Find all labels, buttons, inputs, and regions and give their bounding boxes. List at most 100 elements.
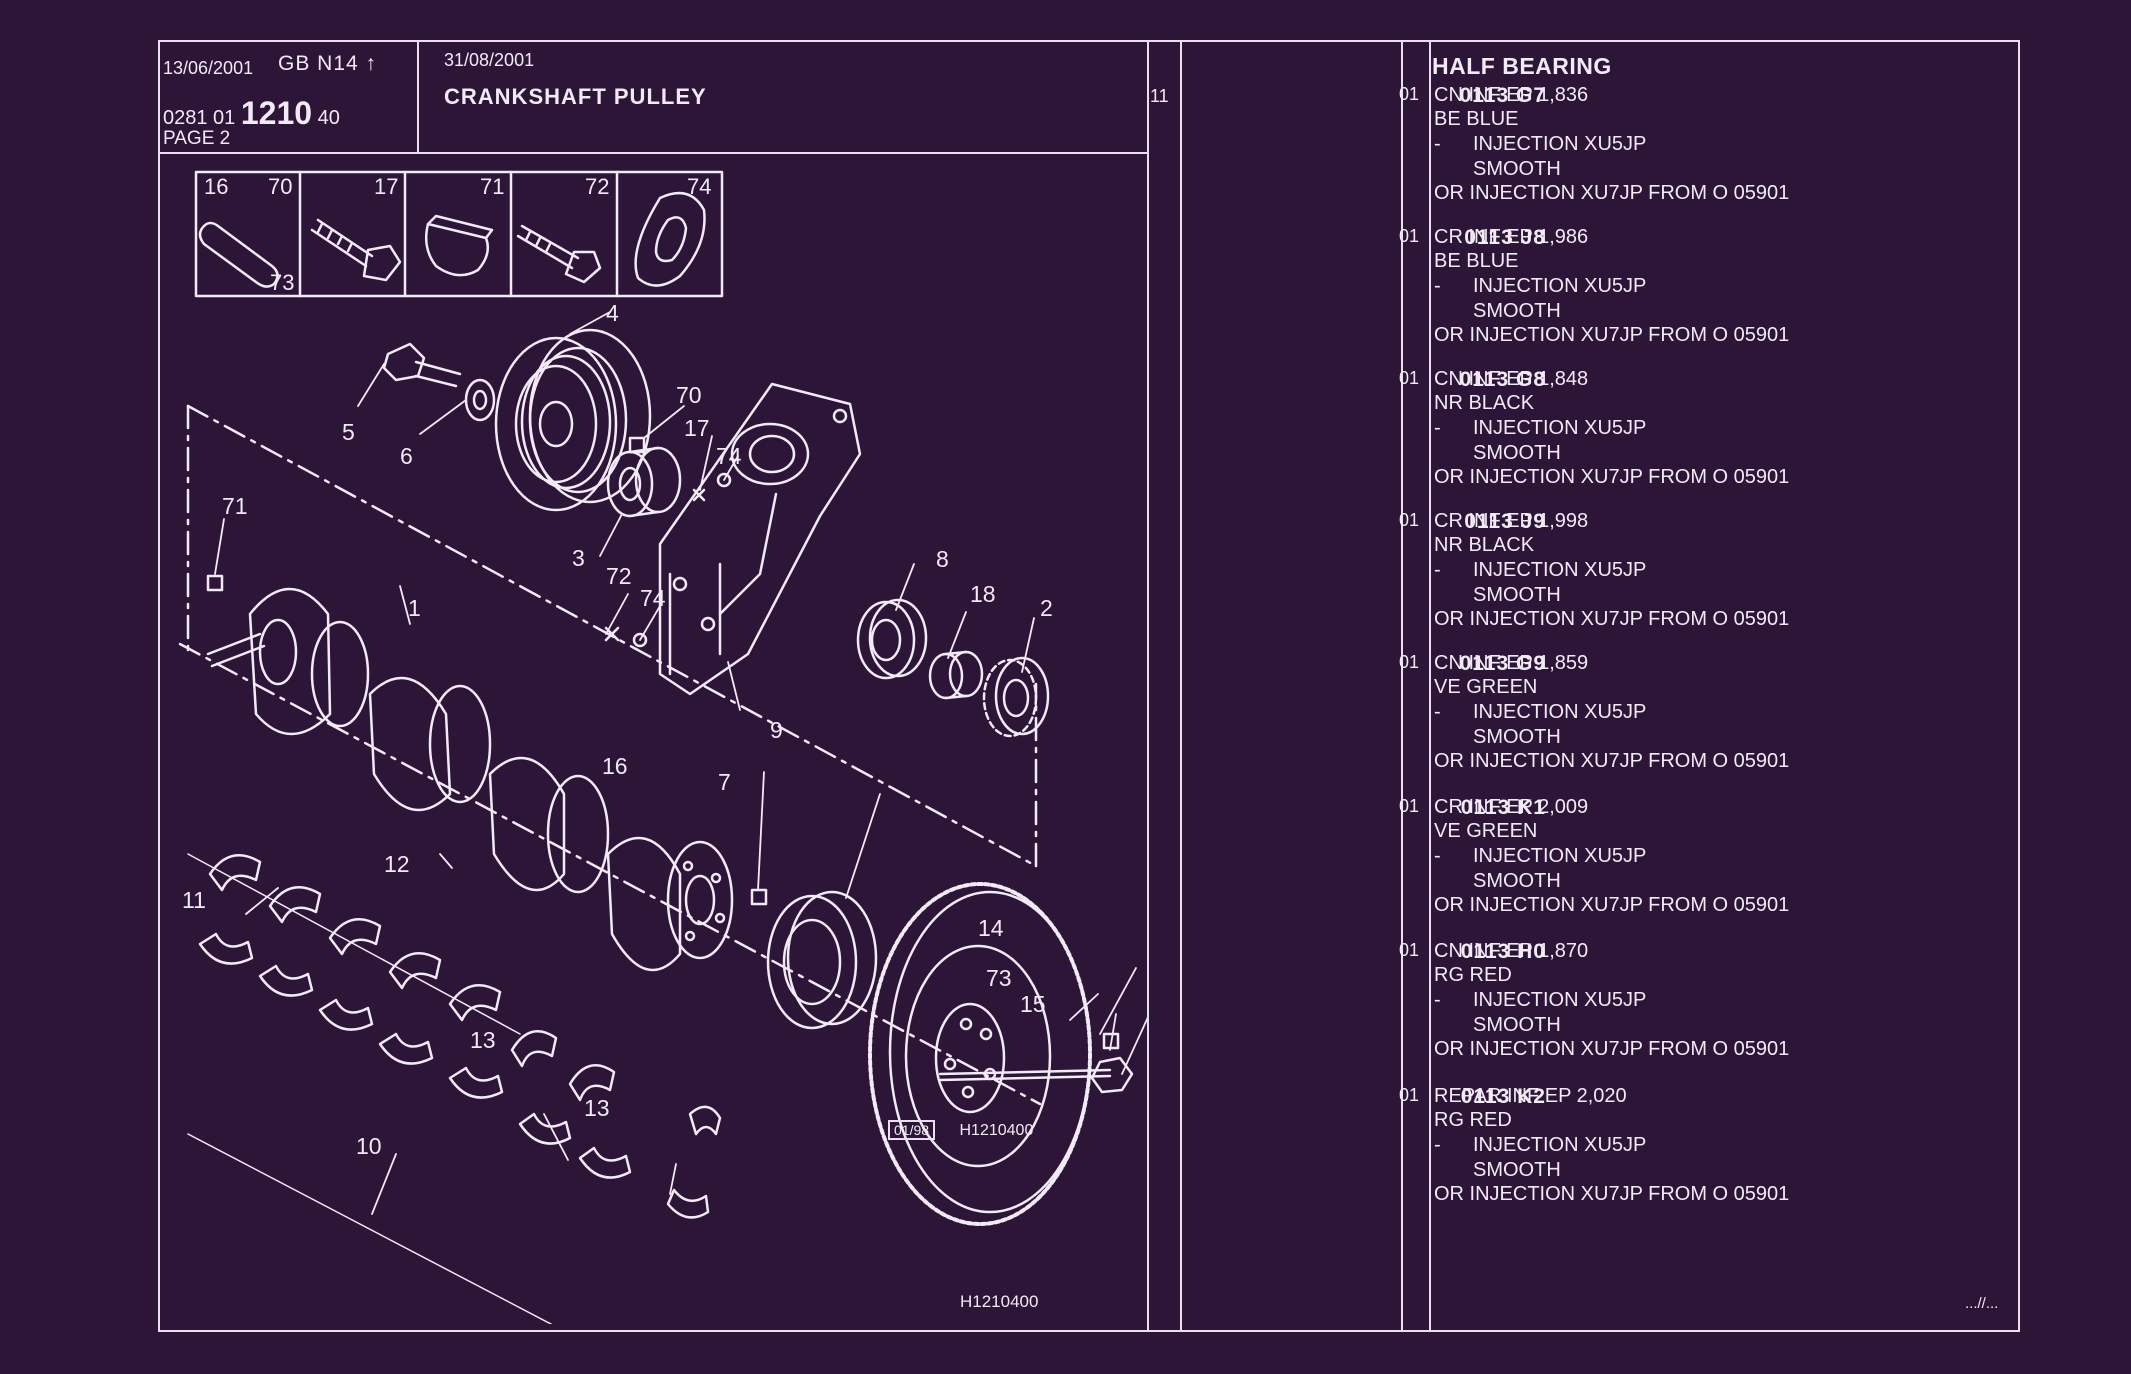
callout-13-b: 13 xyxy=(584,1095,610,1121)
washer-74-small-icon xyxy=(716,472,732,488)
header-divider xyxy=(417,42,419,153)
spacer-18-icon xyxy=(928,650,984,700)
part-code: 0113 J8 xyxy=(1464,226,1546,249)
part-line-2: BE BLUE xyxy=(1434,250,1519,272)
part-version: 01 xyxy=(1399,84,1420,104)
part-line-5: OR INJECTION XU7JP FROM O 05901 xyxy=(1434,1183,1790,1205)
assembly-axis xyxy=(178,404,1042,1106)
callout-3: 3 xyxy=(572,545,585,571)
callout-2: 2 xyxy=(1040,595,1053,621)
leader-lines xyxy=(214,311,1147,1215)
column-divider-3 xyxy=(1401,42,1403,1330)
key-70-icon xyxy=(628,436,646,454)
part-code: 0113 K1 xyxy=(1460,796,1546,819)
part-line-2: RG RED xyxy=(1434,964,1512,986)
part-line-4: SMOOTH xyxy=(1473,300,1561,322)
callout-10: 10 xyxy=(356,1133,382,1159)
callout-6: 6 xyxy=(400,443,413,469)
key-71-icon xyxy=(206,574,224,592)
callout-11: 11 xyxy=(182,887,206,913)
ref-suffix: 40 xyxy=(317,107,340,129)
diagram-ref: H1210400 xyxy=(959,1122,1034,1139)
washer-17-icon xyxy=(692,488,706,502)
callout-16: 16 xyxy=(602,753,628,779)
part-entry: 0113 K1 01 CR INF EP 2,009 VE GREEN -INJ… xyxy=(160,796,2018,936)
header-update-date: 31/08/2001 xyxy=(444,50,535,70)
callout-labels: 4 5 6 70 17 74 3 72 74 71 1 8 18 2 9 16 … xyxy=(182,300,1053,1159)
part-line-2: RG RED xyxy=(1434,1109,1512,1131)
part-code: 0113 G8 xyxy=(1459,368,1546,391)
callout-70: 70 xyxy=(676,382,702,408)
header-bottom-rule xyxy=(160,152,1147,154)
column-number: 11 xyxy=(1150,86,1169,106)
part-line-2: NR BLACK xyxy=(1434,392,1535,414)
part-entry: 0113 G9 01 CN INF EP 1,859 VE GREEN -INJ… xyxy=(160,652,2018,792)
part-version: 01 xyxy=(1399,652,1420,672)
part-line-5: OR INJECTION XU7JP FROM O 05901 xyxy=(1434,608,1790,630)
part-entry: 0113 K2 01 REPAR INF EP 2,020 RG RED -IN… xyxy=(160,1085,2018,1225)
part-line-4: SMOOTH xyxy=(1473,1014,1561,1036)
callout-17: 17 xyxy=(684,415,710,441)
part-line-4: SMOOTH xyxy=(1473,584,1561,606)
inset-labels: 16 70 73 17 71 72 74 xyxy=(204,174,711,295)
header-gb-code: GB N14 ↑ xyxy=(278,52,378,75)
bottom-ref: H1210400 xyxy=(960,1292,1039,1311)
callout-74-upper: 74 xyxy=(716,443,742,469)
part-line-2: VE GREEN xyxy=(1434,820,1538,842)
part-line-5: OR INJECTION XU7JP FROM O 05901 xyxy=(1434,894,1790,916)
callout-71: 71 xyxy=(222,493,248,519)
part-line-4: SMOOTH xyxy=(1473,158,1561,180)
part-line-3: -INJECTION XU5JP xyxy=(1434,559,1647,581)
part-line-2: BE BLUE xyxy=(1434,108,1519,130)
section-title: HALF BEARING xyxy=(1432,53,1612,79)
part-line-3: -INJECTION XU5JP xyxy=(1434,133,1647,155)
inset-label-16: 16 xyxy=(204,174,228,199)
front-cover-icon xyxy=(658,382,862,696)
header-date: 13/06/2001 xyxy=(163,58,254,78)
part-line-3: -INJECTION XU5JP xyxy=(1434,701,1647,723)
part-line-1: CN INF EP 1,848 xyxy=(1434,368,1589,390)
ref-main: 1210 xyxy=(240,95,313,131)
part-line-5: OR INJECTION XU7JP FROM O 05901 xyxy=(1434,182,1790,204)
part-line-5: OR INJECTION XU7JP FROM O 05901 xyxy=(1434,750,1790,772)
part-entry: 0113 H0 01 CN INF EP 1,870 RG RED -INJEC… xyxy=(160,940,2018,1080)
part-code: 0113 G9 xyxy=(1459,652,1546,675)
callout-12: 12 xyxy=(384,851,410,877)
continuation-mark: ...//... xyxy=(1965,1295,1999,1312)
inset-label-72: 72 xyxy=(585,174,609,199)
part-line-1: CR INF EP 1,986 xyxy=(1434,226,1589,248)
inset-label-70: 70 xyxy=(268,174,292,199)
part-line-2: NR BLACK xyxy=(1434,534,1535,556)
part-version: 01 xyxy=(1399,796,1420,816)
bolt-72-icon xyxy=(516,224,602,284)
inset-label-74: 74 xyxy=(687,174,711,199)
part-entry: 0113 J9 01 CR INF EP 1,998 NR BLACK -INJ… xyxy=(160,510,2018,650)
callout-74-lower: 74 xyxy=(640,585,666,611)
callout-5: 5 xyxy=(342,419,355,445)
part-line-5: OR INJECTION XU7JP FROM O 05901 xyxy=(1434,1038,1790,1060)
exploded-diagram: 16 70 73 17 71 72 74 xyxy=(178,170,1147,1324)
callout-18: 18 xyxy=(970,581,996,607)
callout-72: 72 xyxy=(606,563,632,589)
part-line-4: SMOOTH xyxy=(1473,442,1561,464)
column-divider-4 xyxy=(1429,42,1431,1330)
diagram-box-date: 01/98 xyxy=(888,1120,936,1140)
part-line-5: OR INJECTION XU7JP FROM O 05901 xyxy=(1434,324,1790,346)
dowel-pin-icon xyxy=(198,221,279,288)
part-line-3: -INJECTION XU5JP xyxy=(1434,989,1647,1011)
part-line-3: -INJECTION XU5JP xyxy=(1434,1134,1647,1156)
page-title: CRANKSHAFT PULLEY xyxy=(444,84,707,109)
woodruff-key-icon xyxy=(425,214,494,277)
part-line-1: CN INF EP 1,859 xyxy=(1434,652,1589,674)
part-line-4: SMOOTH xyxy=(1473,726,1561,748)
washer-74-icon xyxy=(634,191,706,287)
part-code: 0113 G7 xyxy=(1459,84,1546,107)
callout-1: 1 xyxy=(408,595,421,621)
callout-8: 8 xyxy=(936,546,949,572)
washer-74-lower-icon xyxy=(632,632,648,648)
part-line-2: VE GREEN xyxy=(1434,676,1538,698)
header-page: PAGE 2 xyxy=(163,128,231,149)
bolt-5-icon xyxy=(382,342,462,388)
bearing-shells-icon xyxy=(187,853,722,1324)
callout-15: 15 xyxy=(1020,991,1046,1017)
